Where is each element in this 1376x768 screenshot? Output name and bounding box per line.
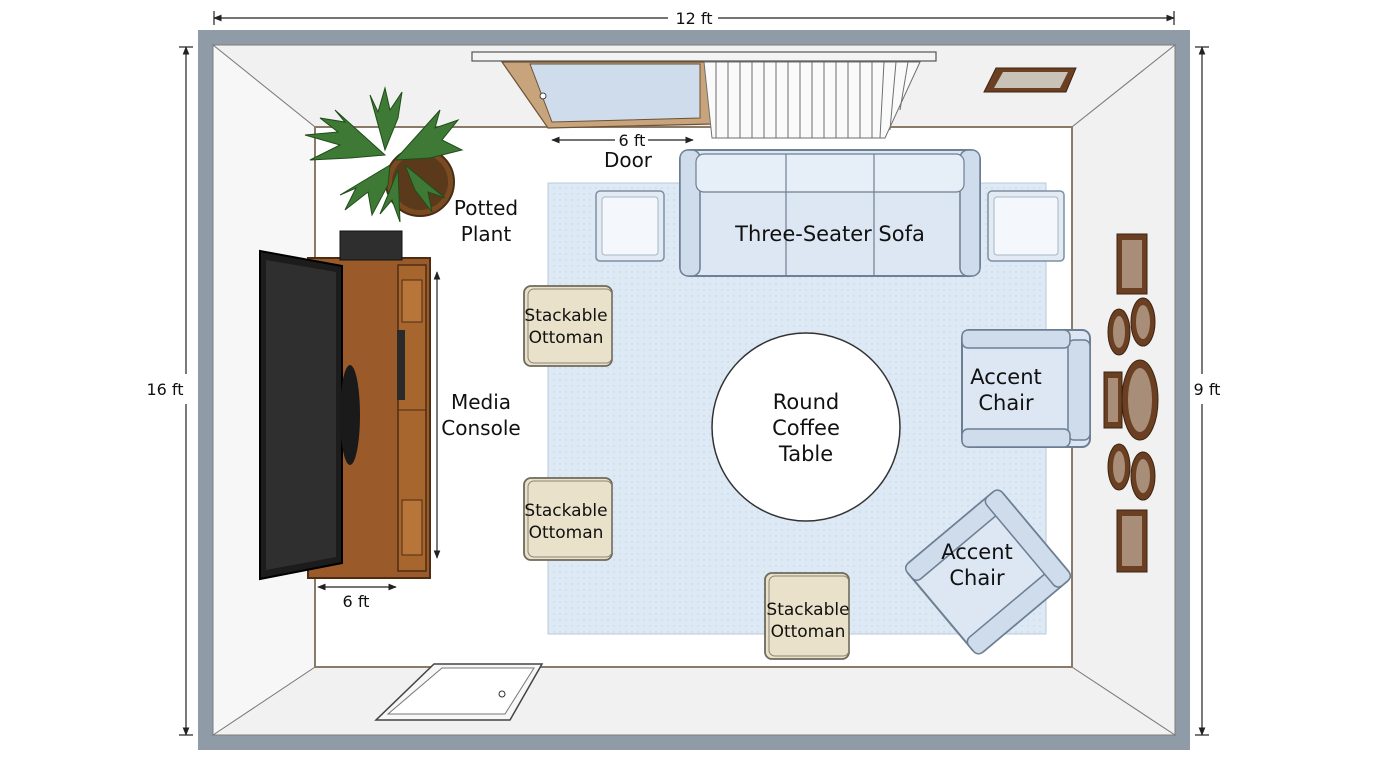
three-seater-sofa <box>679 149 981 277</box>
wall-gallery <box>1103 233 1159 573</box>
door-label: Door <box>604 148 653 172</box>
plant-label-line2: Plant <box>461 222 512 246</box>
ottoman-2 <box>523 477 613 561</box>
picture-frame-icon <box>1130 297 1156 347</box>
left-dimension: 16 ft <box>146 46 193 736</box>
plant-label-line1: Potted <box>454 196 518 220</box>
round-coffee-table <box>711 332 901 522</box>
door-dimension: 6 ft <box>551 131 694 150</box>
end-table-right <box>987 190 1065 262</box>
ottoman-3-line1: Stackable <box>766 600 849 620</box>
picture-frame-icon <box>983 67 1077 93</box>
console-width-label: 6 ft <box>343 592 370 611</box>
ottoman-1-line1: Stackable <box>524 306 607 326</box>
accent-chair-2-line1: Accent <box>941 540 1013 564</box>
accent-chair-1-line2: Chair <box>978 391 1034 415</box>
door-dimension-label: 6 ft <box>619 131 646 150</box>
picture-frame-icon <box>1116 509 1148 573</box>
top-door <box>471 51 937 139</box>
accent-chair-1 <box>961 329 1091 448</box>
sofa-label: Three-Seater Sofa <box>734 222 925 246</box>
top-dimension: 12 ft <box>213 9 1175 28</box>
picture-frame-icon <box>1121 359 1159 441</box>
console-width-dimension: 6 ft <box>317 583 397 611</box>
ottoman-3 <box>764 572 850 660</box>
coffee-table-line3: Table <box>778 442 833 466</box>
accent-chair-2 <box>904 489 1072 655</box>
ottoman-2-line2: Ottoman <box>529 523 604 543</box>
door-icon <box>374 663 544 721</box>
accent-chair-2-line2: Chair <box>949 566 1005 590</box>
console-label-line2: Console <box>441 416 520 440</box>
potted-plant-icon <box>304 86 464 223</box>
picture-frame-icon <box>1107 308 1131 356</box>
accent-chair-1-line1: Accent <box>970 365 1042 389</box>
console-label-line1: Media <box>451 390 511 414</box>
speaker-icon <box>339 230 403 261</box>
picture-frame-icon <box>1116 233 1148 295</box>
ottoman-2-line1: Stackable <box>524 501 607 521</box>
right-dimension-label: 9 ft <box>1194 380 1221 399</box>
picture-frame-icon <box>1130 451 1156 501</box>
top-dimension-label: 12 ft <box>675 9 712 28</box>
right-dimension: 9 ft <box>1194 46 1221 736</box>
left-dimension-label: 16 ft <box>146 380 183 399</box>
coffee-table-line2: Coffee <box>772 416 840 440</box>
picture-frame-icon <box>1103 371 1123 429</box>
end-table-left <box>595 190 665 262</box>
tv-icon <box>259 249 360 581</box>
ottoman-1-line2: Ottoman <box>529 328 604 348</box>
bottom-wall-panel <box>211 666 1177 736</box>
ottoman-3-line2: Ottoman <box>771 622 846 642</box>
curtain <box>703 61 921 139</box>
picture-frame-icon <box>1107 443 1131 491</box>
ottoman-1 <box>523 285 613 367</box>
coffee-table-line1: Round <box>773 390 839 414</box>
